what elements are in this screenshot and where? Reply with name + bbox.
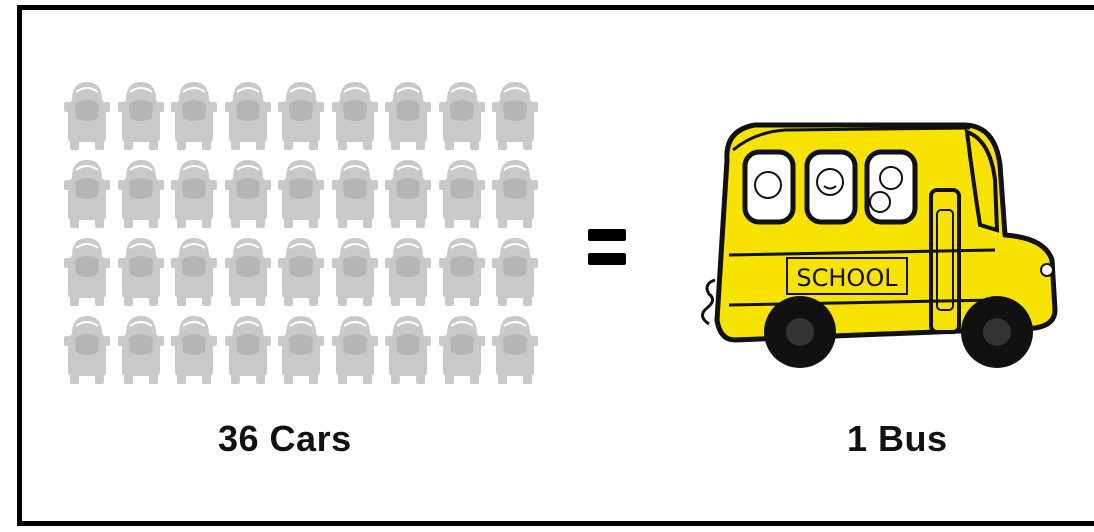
car-icon [116, 312, 166, 386]
car-icon [223, 312, 273, 386]
car-icon [223, 234, 273, 308]
school-bus-icon: SCHOOL [695, 70, 1065, 380]
car-icon [383, 156, 433, 230]
car-icon [62, 234, 112, 308]
cars-label: 36 Cars [218, 418, 352, 460]
car-icon [276, 78, 326, 152]
car-icon [62, 156, 112, 230]
car-icon [330, 156, 380, 230]
car-icon [383, 234, 433, 308]
car-icon [490, 78, 540, 152]
car-icon [116, 234, 166, 308]
car-icon [383, 78, 433, 152]
car-icon [223, 78, 273, 152]
bus-school-text: SCHOOL [796, 264, 898, 292]
car-icon [437, 156, 487, 230]
car-icon [116, 78, 166, 152]
car-icon [437, 234, 487, 308]
car-icon [169, 78, 219, 152]
car-icon [276, 234, 326, 308]
car-icon [169, 312, 219, 386]
car-icon [330, 234, 380, 308]
car-icon [437, 78, 487, 152]
car-icon [490, 312, 540, 386]
bus-label: 1 Bus [847, 418, 948, 460]
car-icon [276, 312, 326, 386]
car-icon [169, 234, 219, 308]
car-icon [276, 156, 326, 230]
car-icon [383, 312, 433, 386]
car-icon [169, 156, 219, 230]
car-icon [62, 312, 112, 386]
car-icon [223, 156, 273, 230]
equals-sign [588, 225, 628, 269]
car-icon [437, 312, 487, 386]
car-grid [62, 78, 542, 388]
car-icon [116, 156, 166, 230]
car-icon [62, 78, 112, 152]
car-icon [330, 78, 380, 152]
car-icon [490, 156, 540, 230]
car-icon [490, 234, 540, 308]
car-icon [330, 312, 380, 386]
